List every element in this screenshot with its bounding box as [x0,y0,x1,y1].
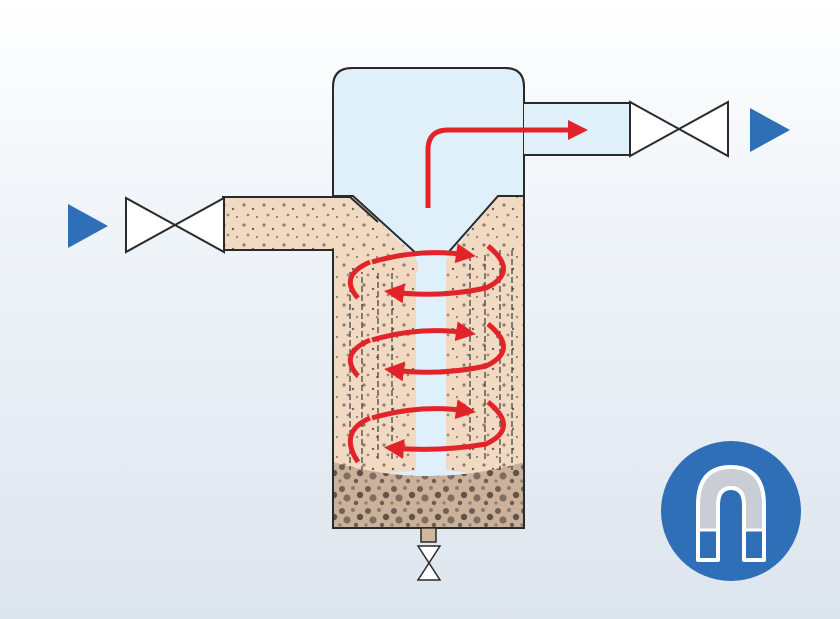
inlet-valve[interactable] [125,196,225,254]
drain-valve[interactable] [416,527,442,581]
clean-channel [416,255,446,473]
inlet-direction-icon [68,204,108,248]
outflow-arrow [425,120,588,208]
vessel-outline [332,67,525,529]
outlet-direction-icon [750,108,790,152]
vortex-arrows [347,243,506,464]
magnet-icon [696,465,766,562]
magnet-badge [661,441,801,581]
outlet-valve[interactable] [629,100,729,158]
cone-right [445,195,524,256]
sludge-layer [333,462,524,528]
inlet-pipe [222,196,418,272]
